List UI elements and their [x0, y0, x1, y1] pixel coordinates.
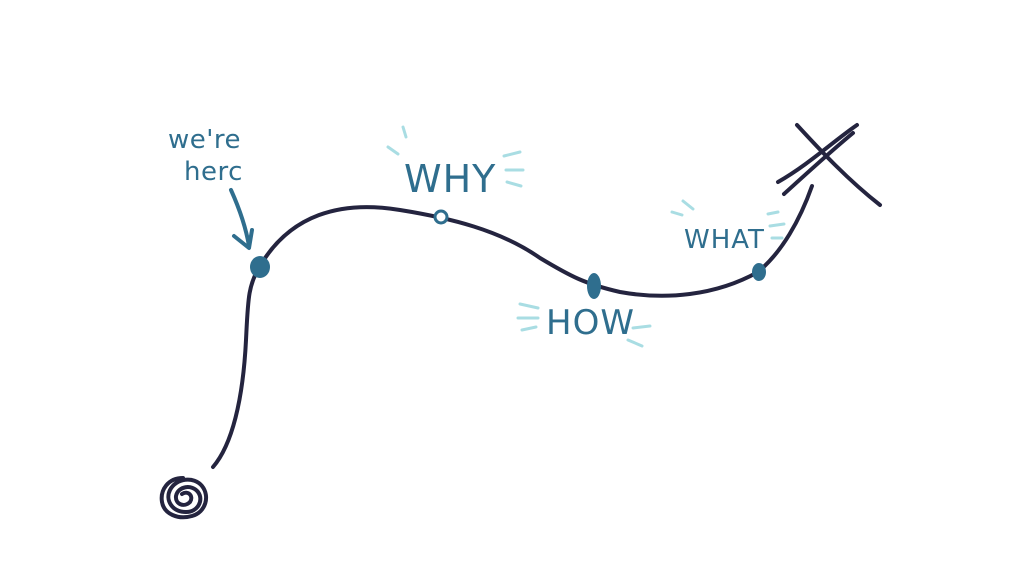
label-why: WHY: [404, 157, 496, 201]
sparkle-accents: [386, 125, 786, 348]
arrow-down-icon: [229, 188, 254, 250]
label-here-line2: herc: [184, 157, 243, 187]
milestone-markers: [250, 256, 766, 299]
label-how: HOW: [546, 303, 635, 343]
start-scribble-icon: [159, 476, 209, 520]
marker-how: [587, 273, 601, 299]
x-mark-icon: [776, 123, 882, 207]
label-what: WHAT: [684, 225, 765, 255]
label-here-line1: we're: [168, 125, 241, 155]
journey-path: [211, 184, 814, 469]
marker-here: [250, 256, 270, 278]
marker-why: [433, 209, 449, 225]
marker-what: [752, 263, 766, 281]
